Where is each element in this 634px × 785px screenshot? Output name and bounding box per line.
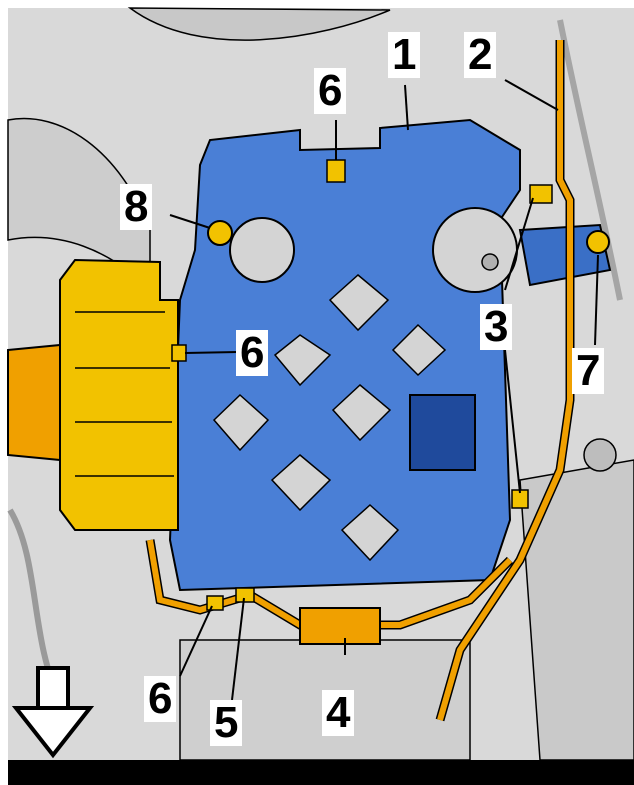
nut-right [586,230,610,254]
right-engine-housing [519,459,634,761]
cutout [328,274,390,332]
harness-bottom [147,539,513,628]
cutout [340,503,400,562]
harness-coupler [299,607,381,645]
callout-5: 5 [210,700,243,746]
left-harness-branch [7,343,61,462]
cutout [212,393,270,452]
bracket-hole-right [432,207,518,293]
engine-cover-top [127,7,391,41]
right-bolt-boss [583,438,617,472]
nut-left [207,220,233,246]
bracket-hole-left [229,217,295,283]
bottom-bar [8,760,634,785]
cutout [273,334,332,387]
leader-8 [169,214,211,229]
callout-3: 3 [480,304,513,350]
bracket-nut [481,253,499,271]
bracket-cutouts [212,274,447,562]
leader-6-bottom [179,605,213,677]
clip-top [326,159,346,183]
cutout [270,454,332,512]
mounting-bracket [168,118,521,592]
callout-4: 4 [322,690,355,736]
clip-left [171,344,187,362]
arrow-down-icon [11,666,95,759]
leader-6-left [184,351,239,354]
callout-8: 8 [120,184,153,230]
connector-block-segments [75,311,174,477]
right-hose [557,19,623,301]
leader-lines [169,79,599,701]
cutout [331,384,392,442]
callout-7: 7 [572,348,605,394]
leader-3a [504,197,534,291]
leader-5 [231,597,245,701]
clip-bottom-left [206,595,224,611]
clip-right-top [529,184,553,204]
leader-2 [504,79,559,111]
leader-1 [404,84,409,131]
clip-bottom-center [235,587,255,603]
bracket-pocket [409,394,476,471]
callout-6-top: 6 [314,68,347,114]
connector-block [59,258,179,531]
leader-3b [504,349,521,494]
callout-6-bottom: 6 [144,676,177,722]
callout-2: 2 [464,32,497,78]
cutout [391,323,447,377]
callout-6-left: 6 [236,330,269,376]
callout-1: 1 [388,32,421,78]
harness-right [437,40,573,721]
left-engine-housing [7,117,151,292]
leader-7 [594,254,599,346]
